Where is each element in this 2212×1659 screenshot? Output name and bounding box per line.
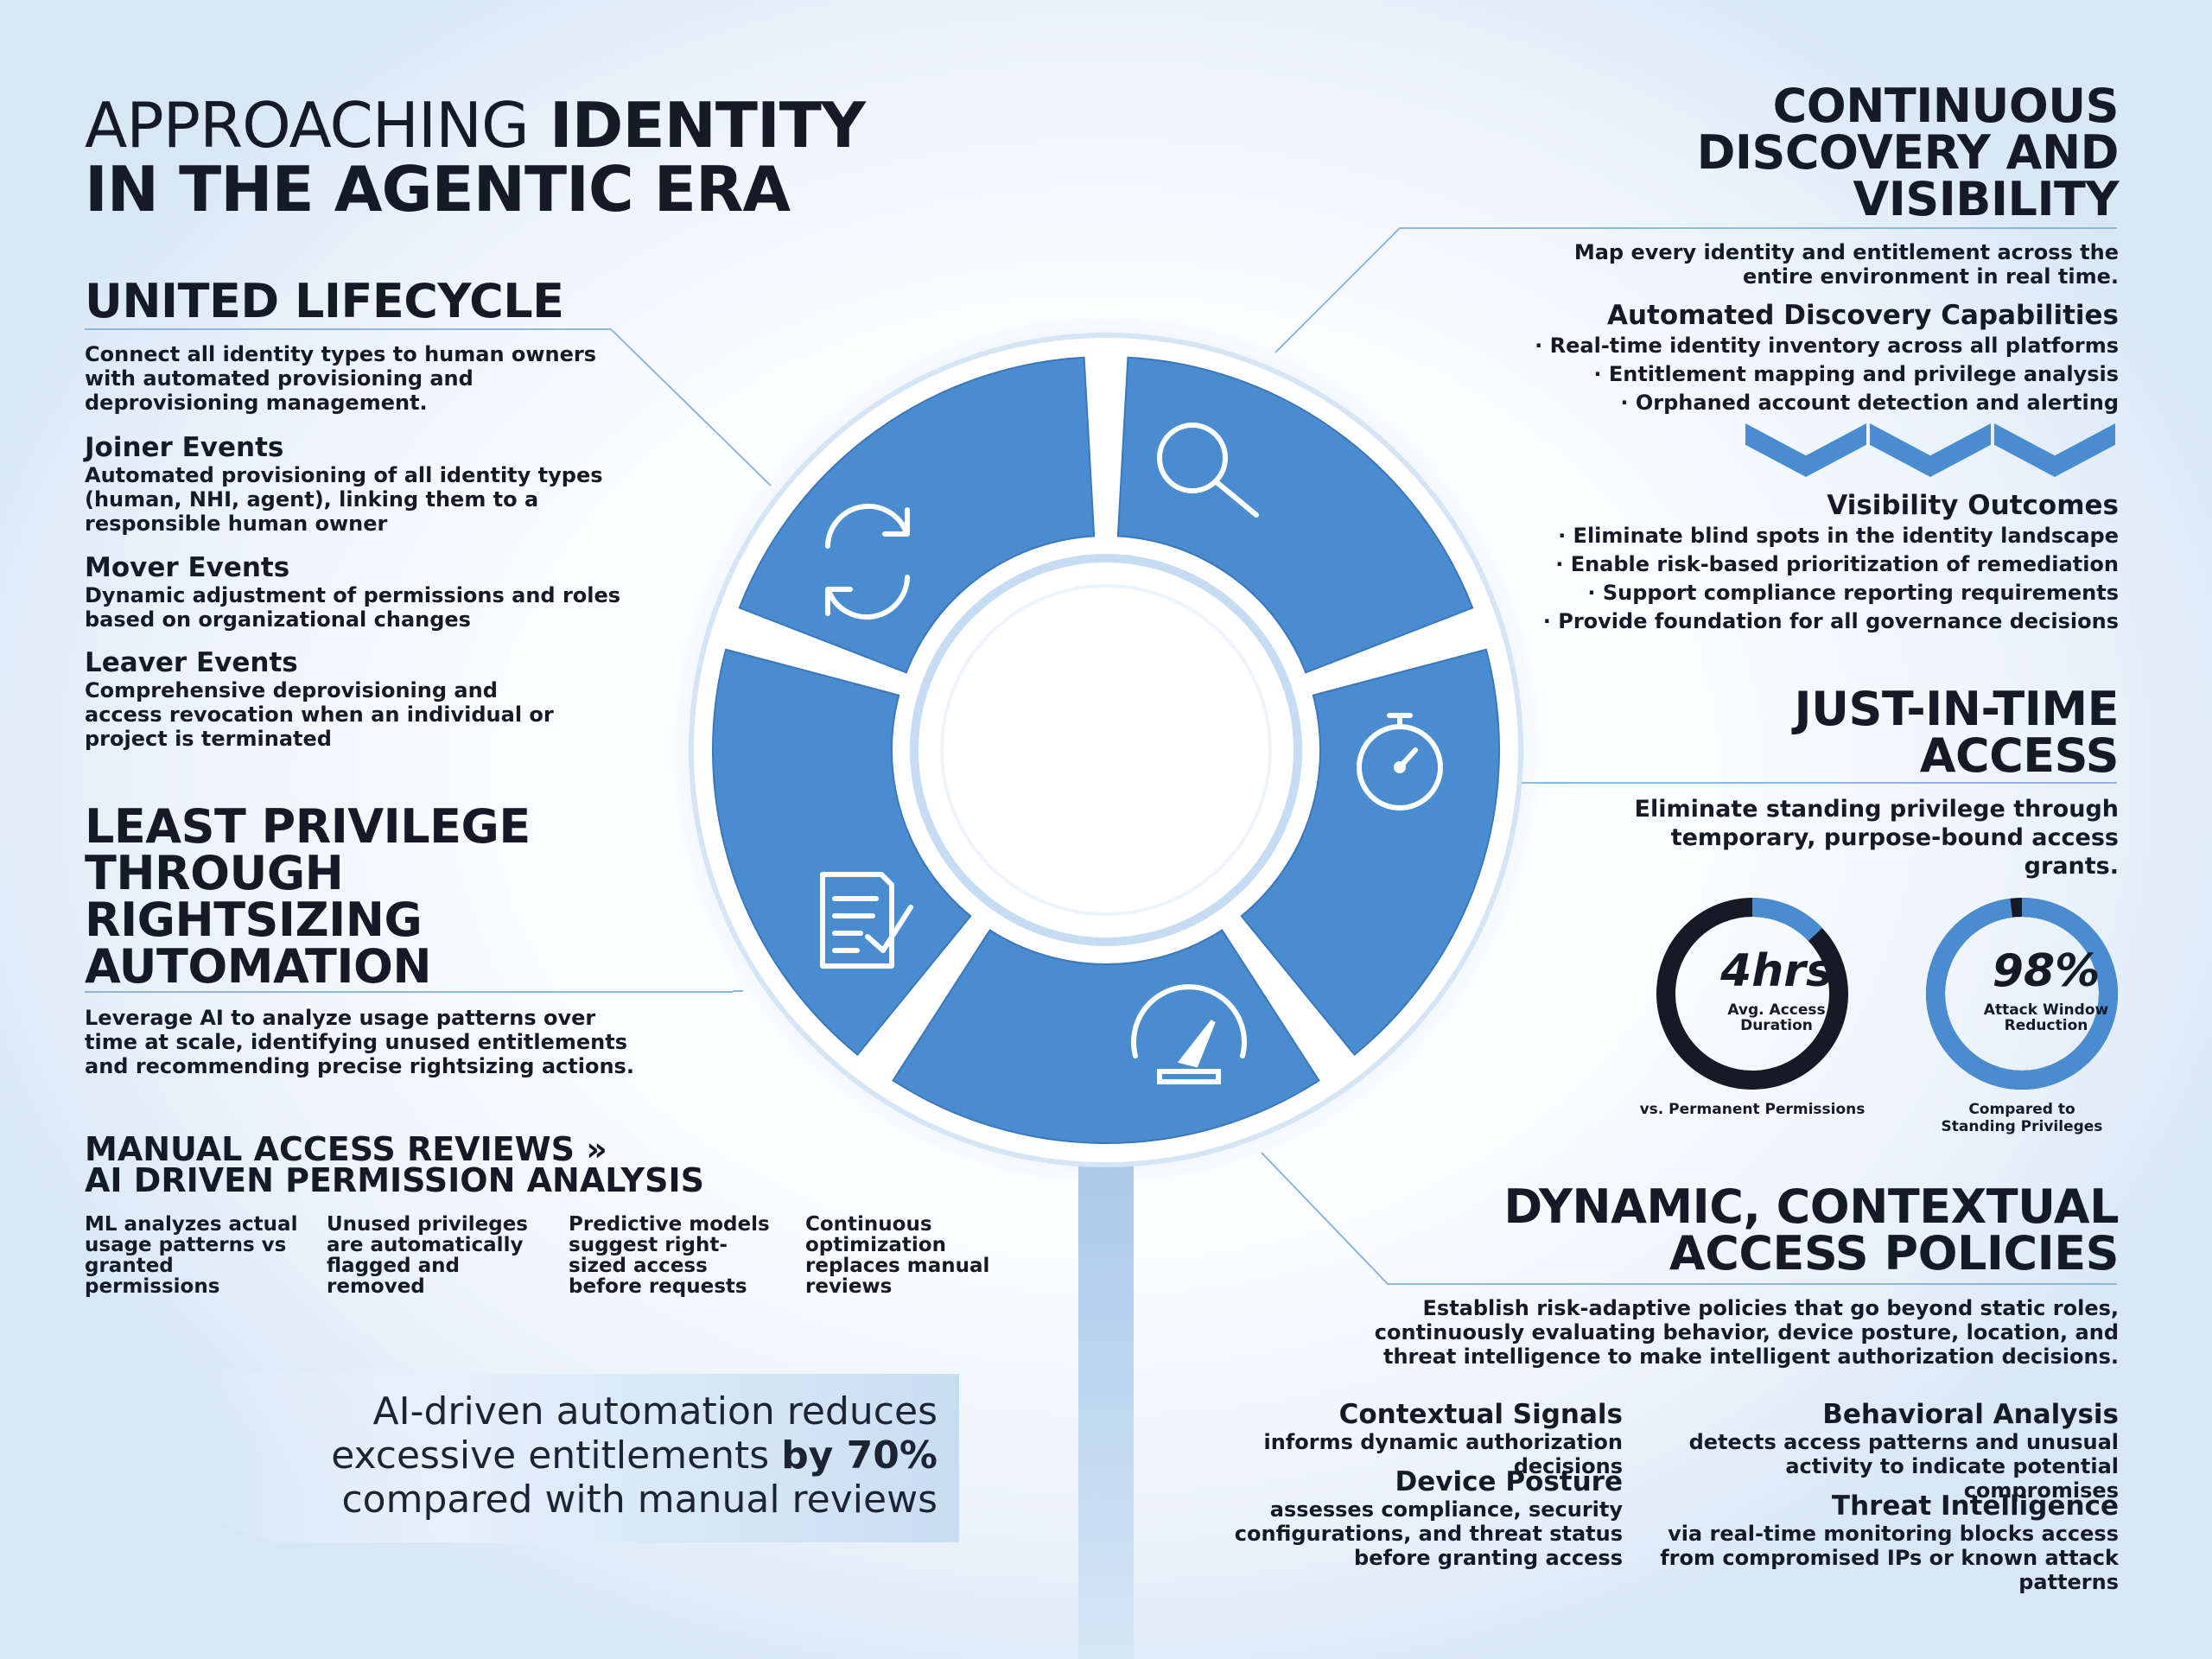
unified-intro: Connect all identity types to human owne… <box>85 342 597 415</box>
leaver-heading: Leaver Events <box>85 647 298 678</box>
wheel-stem <box>1078 1158 1134 1659</box>
manual-heading-1: MANUAL ACCESS REVIEWS » <box>85 1130 607 1168</box>
jit-gauges <box>1656 898 2118 1090</box>
mover-text: Dynamic adjustment of permissions and ro… <box>85 583 621 632</box>
capabilities-list: · Real-time identity inventory across al… <box>1427 332 2119 417</box>
wheel-segment <box>712 648 972 1057</box>
threat-heading: Threat Intelligence <box>1831 1491 2119 1522</box>
callout-line-2: excessive entitlements <box>331 1433 782 1478</box>
jit-heading-line: JUST-IN-TIME <box>1794 682 2120 736</box>
gauge-1-caption: vs. Permanent Permissions <box>1639 1101 1866 1118</box>
dynamic-heading: DYNAMIC, CONTEXTUAL ACCESS POLICIES <box>1503 1184 2119 1277</box>
callout-line-1: AI-driven automation reduces <box>372 1389 938 1433</box>
search-icon <box>1157 423 1259 518</box>
joiner-text: Automated provisioning of all identity t… <box>85 463 603 536</box>
callout-panel <box>181 1374 959 1542</box>
capabilities-heading: Automated Discovery Capabilities <box>1607 300 2119 331</box>
title-light: APPROACHING <box>85 89 530 162</box>
ai-col-1: ML analyzes actual usage patterns vs gra… <box>85 1213 298 1298</box>
discovery-heading-line: CONTINUOUS <box>1772 79 2120 133</box>
gauge-1-value: 4hrs <box>1720 945 1833 997</box>
behavioral-text: detects access patterns and unusual acti… <box>1688 1430 2119 1503</box>
joiner-heading: Joiner Events <box>85 432 284 463</box>
threat-text: via real-time monitoring blocks access f… <box>1660 1522 2119 1594</box>
unified-rule <box>85 328 612 330</box>
ai-col-4: Continuous optimization replaces manual … <box>805 1213 990 1298</box>
dynamic-heading-line: ACCESS POLICIES <box>1669 1226 2120 1281</box>
title-bold-2: IN THE AGENTIC ERA <box>85 153 791 226</box>
outcomes-heading: Visibility Outcomes <box>1827 490 2119 521</box>
title-bold-1: IDENTITY <box>549 89 866 162</box>
ai-col-3: Predictive models suggest right-sized ac… <box>569 1213 770 1298</box>
discovery-heading-line: VISIBILITY <box>1853 172 2119 226</box>
stopwatch-icon <box>1357 713 1443 810</box>
wheel-segment <box>892 929 1320 1145</box>
gauge-2-value: 98% <box>1992 945 2101 997</box>
manual-heading-2: AI DRIVEN PERMISSION ANALYSIS <box>85 1161 704 1199</box>
list-item: · Provide foundation for all governance … <box>1542 609 2119 633</box>
least-text: Leverage AI to analyze usage patterns ov… <box>85 1006 634 1078</box>
leaver-text: Comprehensive deprovisioning and access … <box>85 678 554 751</box>
jit-intro: Eliminate standing privilege through tem… <box>1634 796 2119 880</box>
dynamic-heading-line: DYNAMIC, CONTEXTUAL <box>1503 1179 2119 1234</box>
discovery-intro: Map every identity and entitlement acros… <box>1573 240 2119 289</box>
gauge-1-fill <box>1656 898 1848 1090</box>
least-heading-line: AUTOMATION <box>85 939 432 994</box>
least-rule <box>85 991 733 993</box>
dynamic-intro: Establish risk-adaptive policies that go… <box>1374 1296 2119 1369</box>
list-item: · Support compliance reporting requireme… <box>1587 581 2119 605</box>
ai-col-2: Unused privileges are automatically flag… <box>327 1213 528 1298</box>
callout-highlight: by 70% <box>781 1433 938 1478</box>
least-heading-line: LEAST PRIVILEGE <box>85 799 531 854</box>
page-title: APPROACHING IDENTITY IN THE AGENTIC ERA <box>85 93 866 226</box>
device-text: assesses compliance, security configurat… <box>1234 1497 1623 1570</box>
list-item: · Entitlement mapping and privilege anal… <box>1593 362 2119 386</box>
behavioral-heading: Behavioral Analysis <box>1822 1399 2119 1430</box>
least-heading-line: RIGHTSIZING <box>85 893 423 947</box>
refresh-icon <box>825 503 910 620</box>
contextual-text: informs dynamic authorization decisions <box>1263 1430 1623 1478</box>
mover-heading: Mover Events <box>85 552 290 583</box>
device-heading: Device Posture <box>1395 1466 1623 1497</box>
gauge-2-caption: Compared to Standing Privileges <box>1941 1101 2103 1135</box>
callout-line-3: compared with manual reviews <box>341 1478 938 1522</box>
jit-heading-line: ACCESS <box>1919 728 2120 783</box>
list-item: · Enable risk-based prioritization of re… <box>1555 552 2119 576</box>
contextual-heading: Contextual Signals <box>1338 1399 1623 1430</box>
manual-heading: MANUAL ACCESS REVIEWS » AI DRIVEN PERMIS… <box>85 1130 704 1199</box>
list-item: · Real-time identity inventory across al… <box>1535 334 2119 358</box>
wheel-segment <box>1116 356 1474 674</box>
list-item: · Eliminate blind spots in the identity … <box>1558 524 2119 548</box>
jit-heading: JUST-IN-TIME ACCESS <box>1794 682 2120 783</box>
discovery-heading-line: DISCOVERY AND <box>1696 125 2120 180</box>
unified-heading: UNITED LIFECYCLE <box>85 274 564 328</box>
gauge-2-label: Attack Window Reduction <box>1983 1001 2109 1034</box>
list-item: · Orphaned account detection and alertin… <box>1620 391 2119 415</box>
gauge-2-fill <box>1926 898 2118 1090</box>
gauge-1-label: Avg. Access Duration <box>1727 1001 1826 1034</box>
checklist-icon <box>820 872 913 969</box>
least-heading: LEAST PRIVILEGE THROUGH RIGHTSIZING AUTO… <box>85 804 531 990</box>
callout-text: AI-driven automation reduces excessive e… <box>229 1389 938 1522</box>
gauge-icon <box>1131 984 1247 1084</box>
outcomes-list: · Eliminate blind spots in the identity … <box>1427 522 2119 636</box>
discovery-heading: CONTINUOUS DISCOVERY AND VISIBILITY <box>1696 79 2120 226</box>
least-heading-line: THROUGH <box>85 846 344 900</box>
